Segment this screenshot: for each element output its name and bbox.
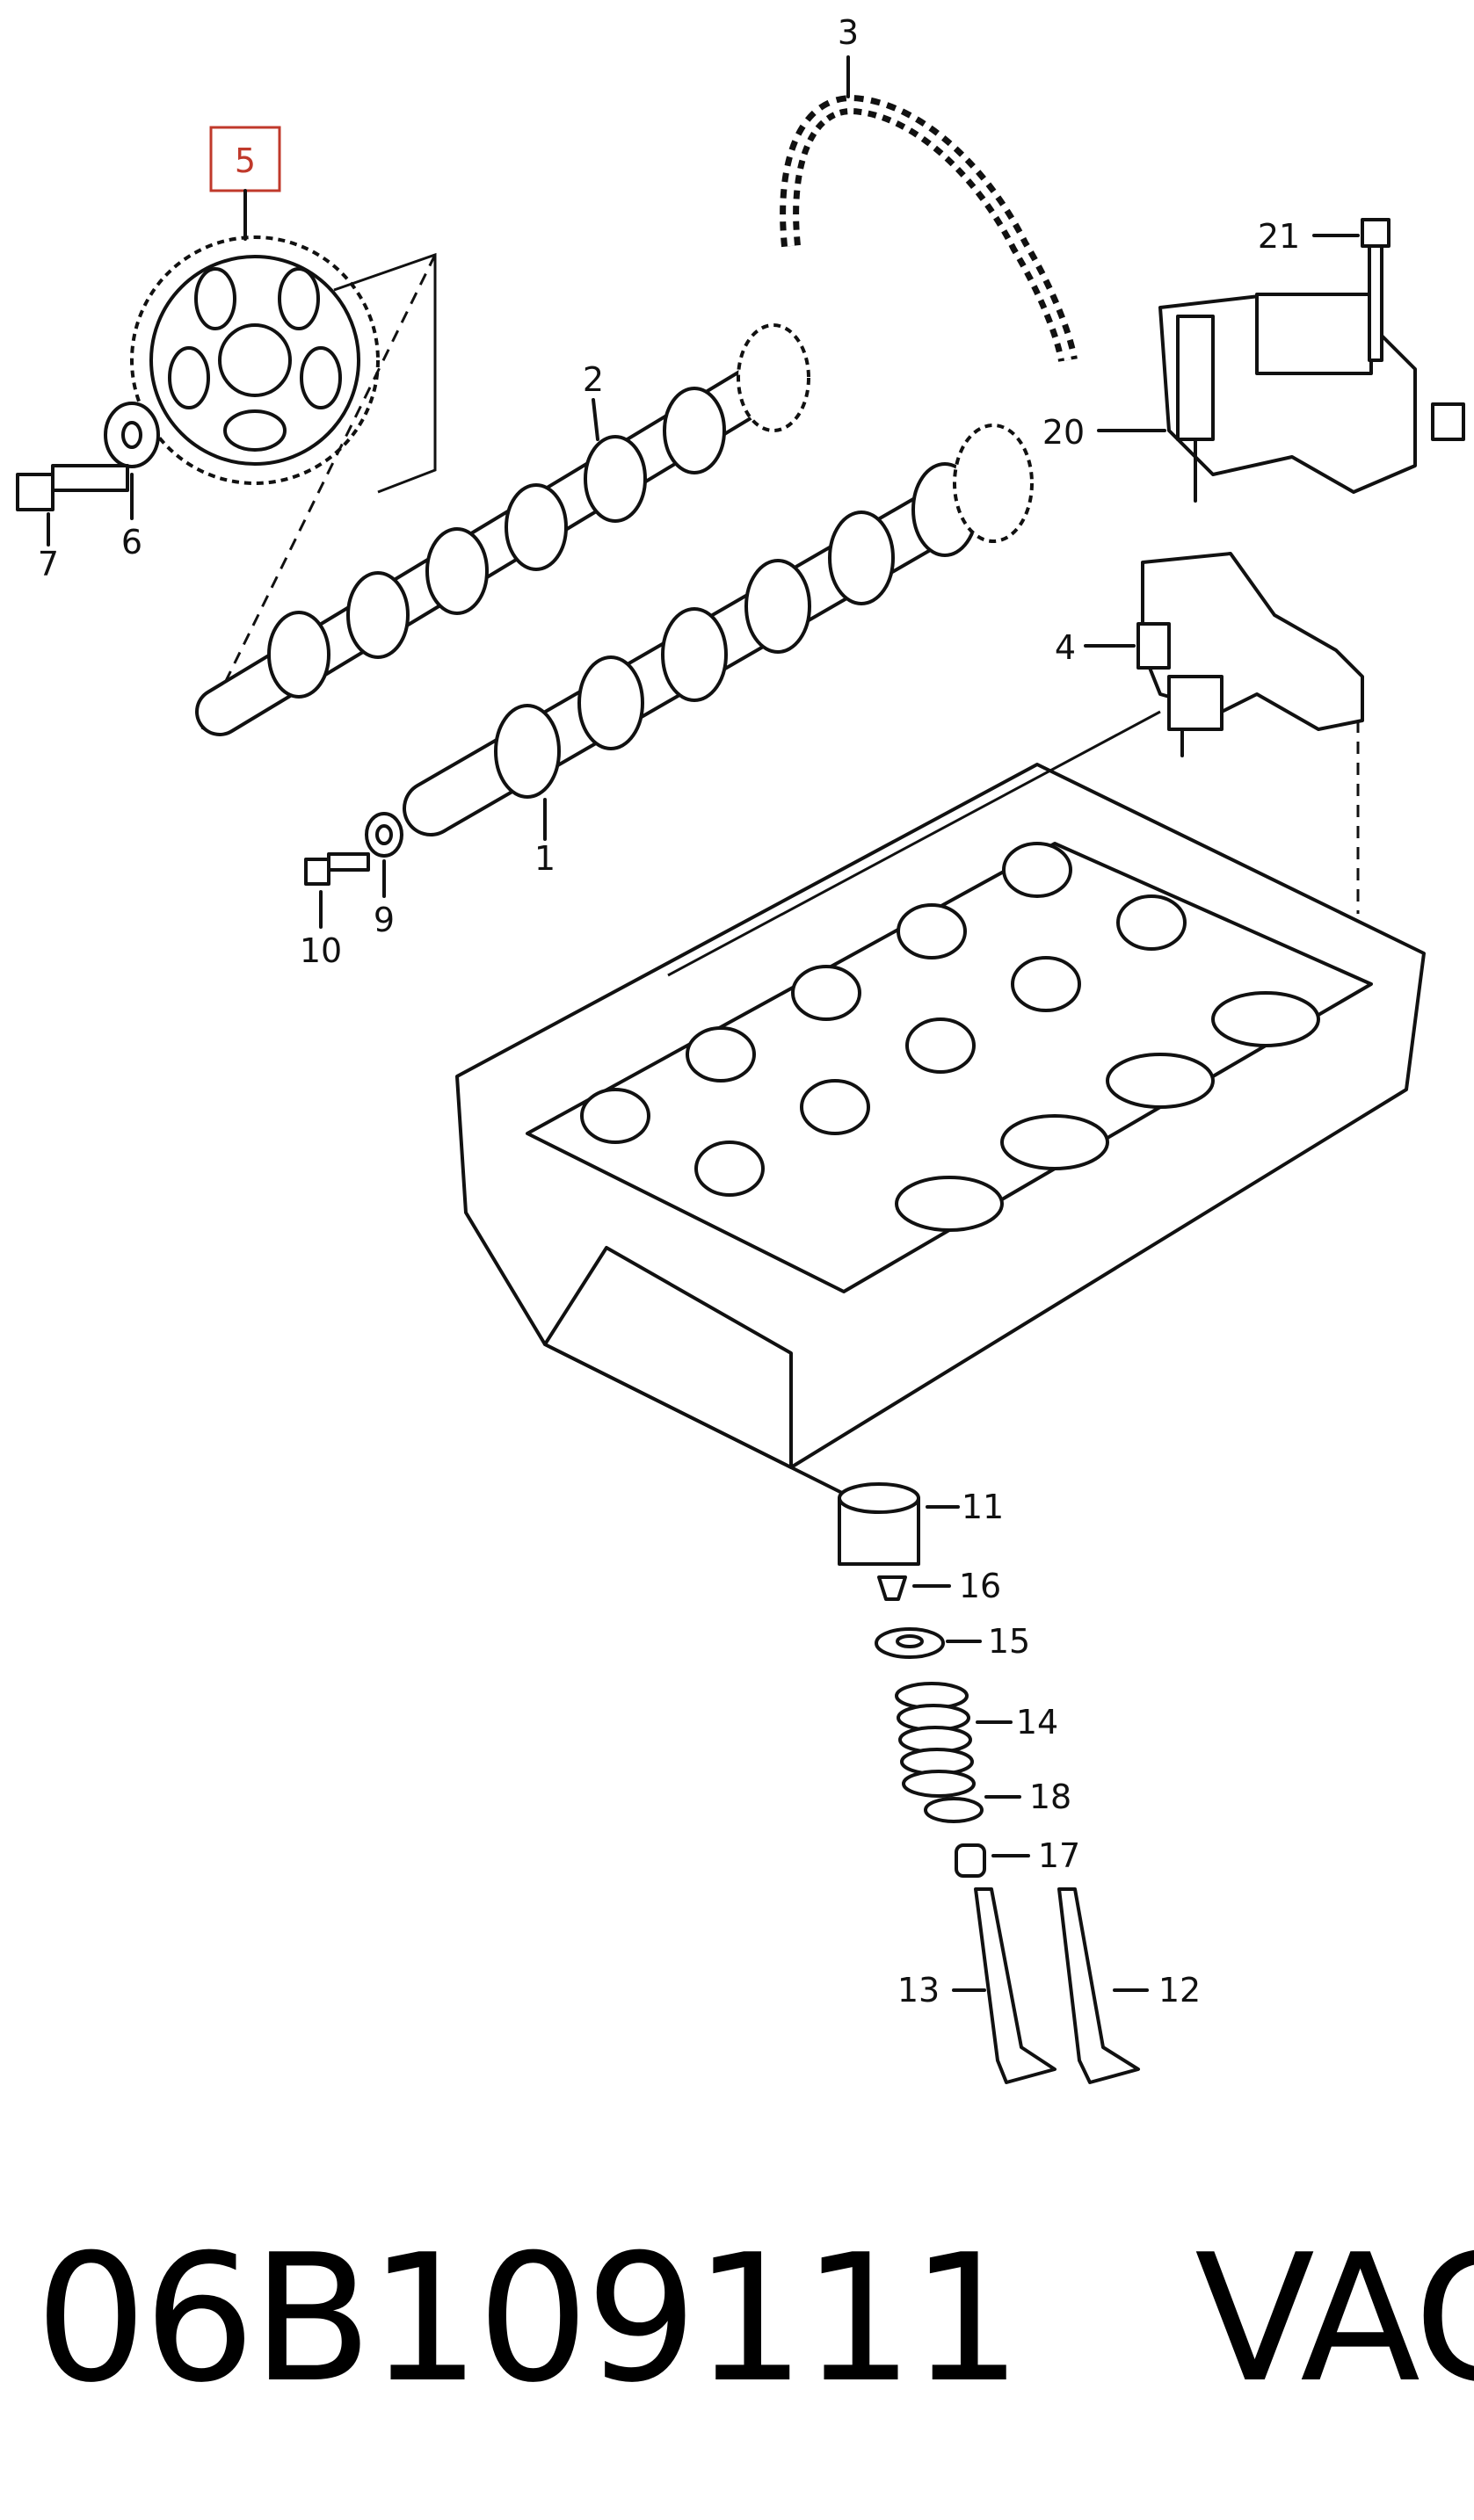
camshaft-bracket[interactable]: 4 bbox=[1055, 552, 1364, 914]
spring-seat-18[interactable]: 18 bbox=[924, 1778, 1071, 1823]
bolt-21[interactable]: 21 bbox=[1258, 217, 1390, 362]
callout-15: 15 bbox=[988, 1622, 1030, 1661]
valve-spring-14[interactable]: 14 bbox=[895, 1682, 1058, 1798]
callout-14: 14 bbox=[1016, 1703, 1058, 1742]
valve-cotters-16[interactable]: 16 bbox=[877, 1567, 1001, 1605]
callout-21: 21 bbox=[1258, 217, 1300, 256]
callout-5-box[interactable]: 5 bbox=[209, 126, 281, 241]
part-number: 06B109111 bbox=[35, 2217, 1022, 2422]
brand-name: VAG bbox=[1194, 2217, 1474, 2422]
washer-9[interactable]: 9 bbox=[365, 812, 403, 939]
exhaust-valve-13[interactable]: 13 bbox=[897, 1887, 1056, 2084]
chain-tensioner[interactable]: 20 bbox=[1042, 293, 1465, 503]
bolt-7[interactable]: 7 bbox=[16, 464, 129, 583]
callout-2: 2 bbox=[583, 360, 604, 399]
part-caption: 06B109111 VAG bbox=[35, 2197, 1474, 2443]
cylinder-head[interactable] bbox=[455, 710, 1426, 1495]
bolt-10[interactable]: 10 bbox=[300, 852, 370, 970]
callout-12: 12 bbox=[1158, 1971, 1201, 2009]
tappet-11[interactable]: 11 bbox=[838, 1482, 1004, 1566]
callout-6: 6 bbox=[121, 523, 142, 561]
callout-11: 11 bbox=[962, 1488, 1004, 1526]
callout-13: 13 bbox=[897, 1971, 940, 2009]
callout-5: 5 bbox=[235, 141, 256, 180]
camshaft-2[interactable]: 2 bbox=[195, 323, 810, 736]
camshaft-sprocket[interactable] bbox=[130, 235, 437, 730]
callout-9: 9 bbox=[374, 901, 395, 939]
timing-chain[interactable]: 3 bbox=[780, 13, 1078, 363]
intake-valve-12[interactable]: 12 bbox=[1057, 1887, 1201, 2084]
callout-7: 7 bbox=[38, 545, 59, 583]
callout-3: 3 bbox=[838, 13, 859, 52]
callout-18: 18 bbox=[1029, 1778, 1071, 1816]
camshaft-1[interactable]: 1 bbox=[403, 424, 1034, 878]
callout-20: 20 bbox=[1042, 413, 1085, 452]
exploded-parts-diagram: 5 6 7 3 2 bbox=[16, 13, 1465, 2084]
callout-16: 16 bbox=[959, 1567, 1001, 1605]
washer-6[interactable]: 6 bbox=[104, 402, 160, 561]
valve-stem-seal-17[interactable]: 17 bbox=[955, 1836, 1080, 1878]
spring-retainer-15[interactable]: 15 bbox=[875, 1622, 1030, 1661]
callout-10: 10 bbox=[300, 931, 342, 970]
callout-17: 17 bbox=[1038, 1836, 1080, 1875]
callout-4: 4 bbox=[1055, 628, 1076, 667]
callout-1: 1 bbox=[534, 839, 555, 878]
